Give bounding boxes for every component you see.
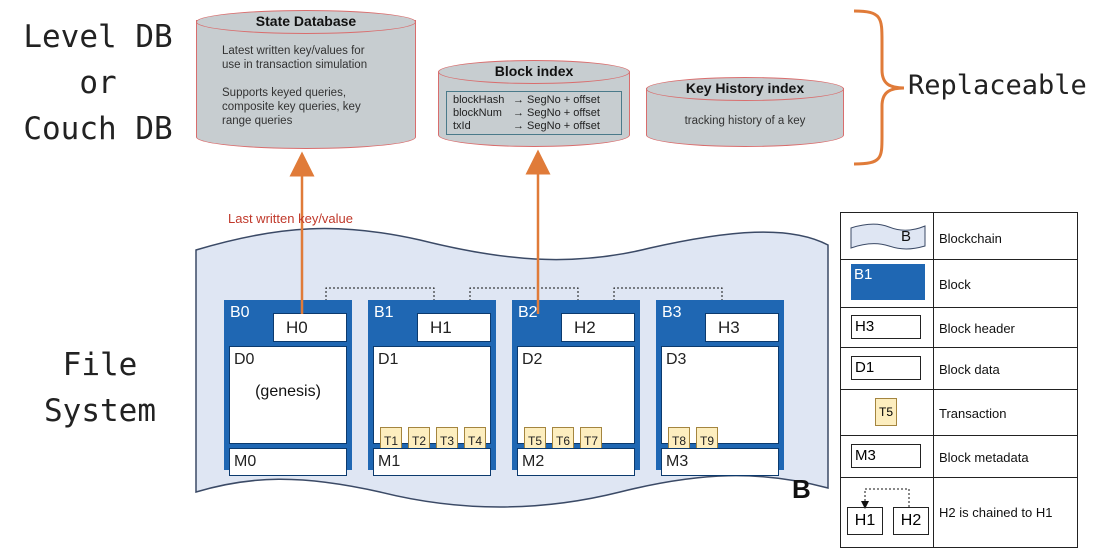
- key-history-title: Key History index: [685, 80, 805, 96]
- legend-row-data: D1 Block data: [841, 347, 1077, 390]
- block-metadata: M3: [661, 448, 779, 476]
- block-index-row: blockNum → SegNo + offset: [453, 107, 621, 120]
- fs-label-line-1: File: [62, 347, 138, 383]
- block-id: B3: [662, 304, 682, 321]
- genesis-label: (genesis): [255, 383, 321, 400]
- block-symbol: B1: [851, 264, 925, 300]
- block-metadata: M0: [229, 448, 347, 476]
- state-db-desc-2-line-2: composite key queries, key: [222, 101, 361, 113]
- transaction-symbol: T5: [875, 398, 897, 426]
- block-data-id: D3: [666, 351, 687, 368]
- key-history-top: [646, 77, 844, 101]
- block-index-row: blockHash → SegNo + offset: [453, 94, 621, 107]
- legend-row-header: H3 Block header: [841, 307, 1077, 348]
- legend-blockchain-label: Blockchain: [939, 231, 1002, 246]
- state-db-top: [196, 10, 416, 34]
- block-b3: B3 H3 D3 T8 T9 M3: [656, 300, 784, 476]
- block-header: H0: [273, 313, 347, 342]
- legend-row-chain: H1 H2 H2 is chained to H1: [841, 477, 1077, 547]
- legend-row-blockchain: B Blockchain: [841, 213, 1077, 260]
- state-db-desc-2: Supports keyed queries, composite key qu…: [222, 86, 361, 128]
- block-metadata: M2: [517, 448, 635, 476]
- block-index-table: blockHash → SegNo + offset blockNum → SegN…: [446, 91, 622, 135]
- db-label-line-3: Couch DB: [23, 111, 173, 147]
- blockchain-mark: B: [792, 474, 811, 504]
- state-db-desc-1: Latest written key/values for use in tra…: [222, 44, 367, 72]
- blockchain-symbol: [850, 223, 926, 250]
- block-data: D2 T5 T6 T7: [517, 346, 635, 455]
- legend: B Blockchain B1 Block H3 Block header D1…: [840, 212, 1078, 548]
- block-index-row: txId → SegNo + offset: [453, 120, 621, 133]
- block-data-id: D0: [234, 351, 255, 368]
- db-label-line-2: or: [79, 65, 117, 101]
- block-b2: B2 H2 D2 T5 T6 T7 M2: [512, 300, 640, 476]
- legend-chain-label: H2 is chained to H1: [939, 505, 1053, 520]
- block-data: D0 (genesis): [229, 346, 347, 444]
- data-symbol: D1: [851, 356, 921, 380]
- legend-separator: [933, 213, 934, 547]
- file-system-label: File System: [20, 342, 180, 434]
- block-id: B2: [518, 304, 538, 321]
- block-b1: B1 H1 D1 T1 T2 T3 T4 M1: [368, 300, 496, 476]
- block-index-top: [438, 60, 630, 84]
- block-data-id: D1: [378, 351, 399, 368]
- block-index-key: blockNum: [453, 107, 502, 119]
- block-header: H2: [561, 313, 635, 342]
- legend-row-transaction: T5 Transaction: [841, 389, 1077, 436]
- block-index-value: → SegNo + offset: [513, 107, 600, 119]
- last-written-label: Last written key/value: [228, 211, 354, 226]
- block-data-id: D2: [522, 351, 543, 368]
- blockchain-symbol-label: B: [901, 228, 912, 245]
- legend-row-block: B1 Block: [841, 259, 1077, 308]
- legend-transaction-label: Transaction: [939, 406, 1007, 421]
- block-b0: B0 H0 D0 (genesis) M0: [224, 300, 352, 476]
- legend-data-label: Block data: [939, 362, 1000, 377]
- block-metadata: M1: [373, 448, 491, 476]
- legend-row-metadata: M3 Block metadata: [841, 435, 1077, 478]
- state-db-desc-2-line-1: Supports keyed queries,: [222, 87, 347, 99]
- block-index-title: Block index: [494, 63, 574, 79]
- legend-metadata-label: Block metadata: [939, 450, 1029, 465]
- state-db-desc-1-line-1: Latest written key/values for: [222, 45, 365, 57]
- replaceable-brace: [853, 9, 905, 166]
- state-db-desc-2-line-3: range queries: [222, 115, 293, 127]
- block-index-value: → SegNo + offset: [513, 120, 600, 132]
- header-symbol: H3: [851, 315, 921, 339]
- legend-block-label: Block: [939, 277, 971, 292]
- replaceable-label: Replaceable: [908, 70, 1087, 101]
- block-header: H1: [417, 313, 491, 342]
- block-id: B1: [374, 304, 394, 321]
- state-db-desc-1-line-2: use in transaction simulation: [222, 59, 368, 71]
- block-index-key: blockHash: [453, 94, 505, 106]
- fs-label-line-2: System: [44, 393, 156, 429]
- block-id: B0: [230, 304, 250, 321]
- block-index-key: txId: [453, 120, 471, 132]
- db-label-line-1: Level DB: [23, 19, 173, 55]
- metadata-symbol: M3: [851, 444, 921, 468]
- chain-symbol-h2: H2: [893, 507, 929, 535]
- block-index-value: → SegNo + offset: [513, 94, 600, 106]
- state-db-title: State Database: [255, 13, 357, 29]
- key-history-desc: tracking history of a key: [684, 115, 806, 127]
- legend-header-label: Block header: [939, 321, 1015, 336]
- database-engine-label: Level DB or Couch DB: [10, 14, 186, 152]
- chain-symbol-connector: [861, 488, 910, 509]
- chain-symbol-h1: H1: [847, 507, 883, 535]
- state-db-body: [196, 20, 416, 149]
- block-header: H3: [705, 313, 779, 342]
